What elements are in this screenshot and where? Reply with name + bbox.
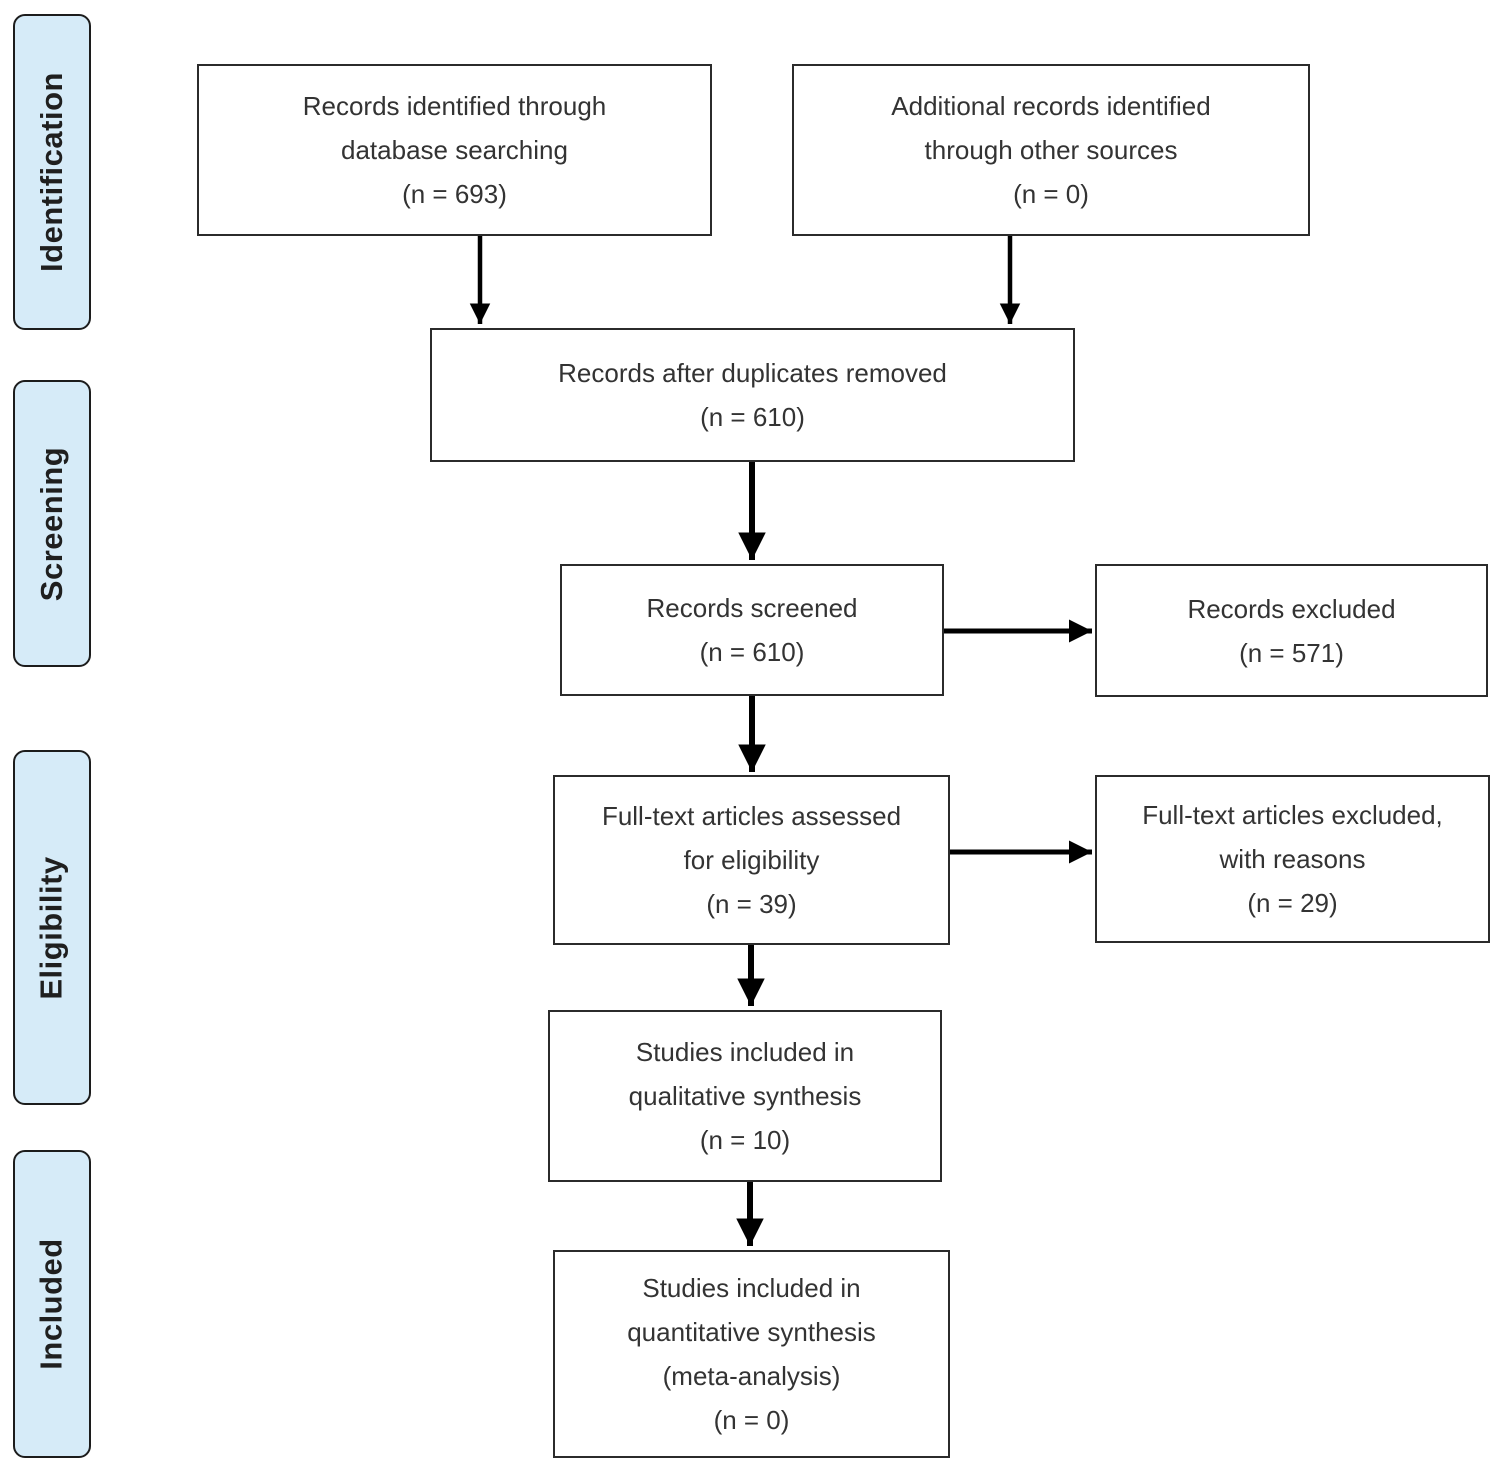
node-text-line: through other sources bbox=[924, 135, 1178, 165]
node-text-line: Additional records identified bbox=[891, 91, 1211, 121]
node-text-line: (n = 0) bbox=[713, 1405, 790, 1435]
box-records-excluded: Records excluded (n = 571) bbox=[1095, 564, 1488, 697]
stage-label-eligibility: Eligibility bbox=[13, 750, 91, 1105]
node-text-line: (n = 39) bbox=[706, 889, 797, 919]
node-text-line: Records after duplicates removed bbox=[558, 358, 947, 388]
stage-label-text: Identification bbox=[34, 72, 70, 272]
node-text-line: Records identified through bbox=[302, 91, 607, 121]
stage-label-included: Included bbox=[13, 1150, 91, 1458]
box-records-screened: Records screened (n = 610) bbox=[560, 564, 944, 696]
node-text-line: (n = 10) bbox=[699, 1125, 791, 1155]
node-text-line: Full-text articles assessed bbox=[601, 801, 902, 831]
stage-label-text: Screening bbox=[34, 446, 70, 601]
stage-label-identification: Identification bbox=[13, 14, 91, 330]
box-records-identified: Records identified through database sear… bbox=[197, 64, 712, 236]
node-text-line: (n = 693) bbox=[402, 179, 507, 209]
box-duplicates-removed: Records after duplicates removed (n = 61… bbox=[430, 328, 1075, 462]
node-text-line: database searching bbox=[341, 135, 568, 165]
node-text-line: (meta-analysis) bbox=[662, 1361, 841, 1391]
stage-label-text: Included bbox=[34, 1238, 70, 1370]
node-text-line: with reasons bbox=[1219, 844, 1366, 874]
node-text-line: Studies included in bbox=[642, 1273, 861, 1303]
node-text-line: qualitative synthesis bbox=[628, 1081, 862, 1111]
node-text-line: (n = 0) bbox=[1013, 179, 1089, 209]
node-text-line: (n = 610) bbox=[699, 637, 805, 667]
node-text-line: Studies included in bbox=[635, 1037, 855, 1067]
node-text-line: Records screened bbox=[646, 593, 858, 623]
stage-label-screening: Screening bbox=[13, 380, 91, 667]
stage-label-text: Eligibility bbox=[34, 855, 70, 1000]
box-fulltext-excluded: Full-text articles excluded, with reason… bbox=[1095, 775, 1490, 943]
node-text-line: (n = 29) bbox=[1247, 888, 1338, 918]
node-text-line: quantitative synthesis bbox=[627, 1317, 876, 1347]
node-text-line: for eligibility bbox=[683, 845, 820, 875]
node-text-line: (n = 571) bbox=[1239, 637, 1344, 668]
box-additional-records: Additional records identified through ot… bbox=[792, 64, 1310, 236]
node-text-line: Full-text articles excluded, bbox=[1142, 800, 1443, 830]
node-text-line: Records excluded bbox=[1187, 593, 1396, 624]
box-quantitative-synthesis: Studies included in quantitative synthes… bbox=[553, 1250, 950, 1458]
box-qualitative-synthesis: Studies included in qualitative synthesi… bbox=[548, 1010, 942, 1182]
box-fulltext-assessed: Full-text articles assessed for eligibil… bbox=[553, 775, 950, 945]
node-text-line: (n = 610) bbox=[700, 402, 805, 432]
